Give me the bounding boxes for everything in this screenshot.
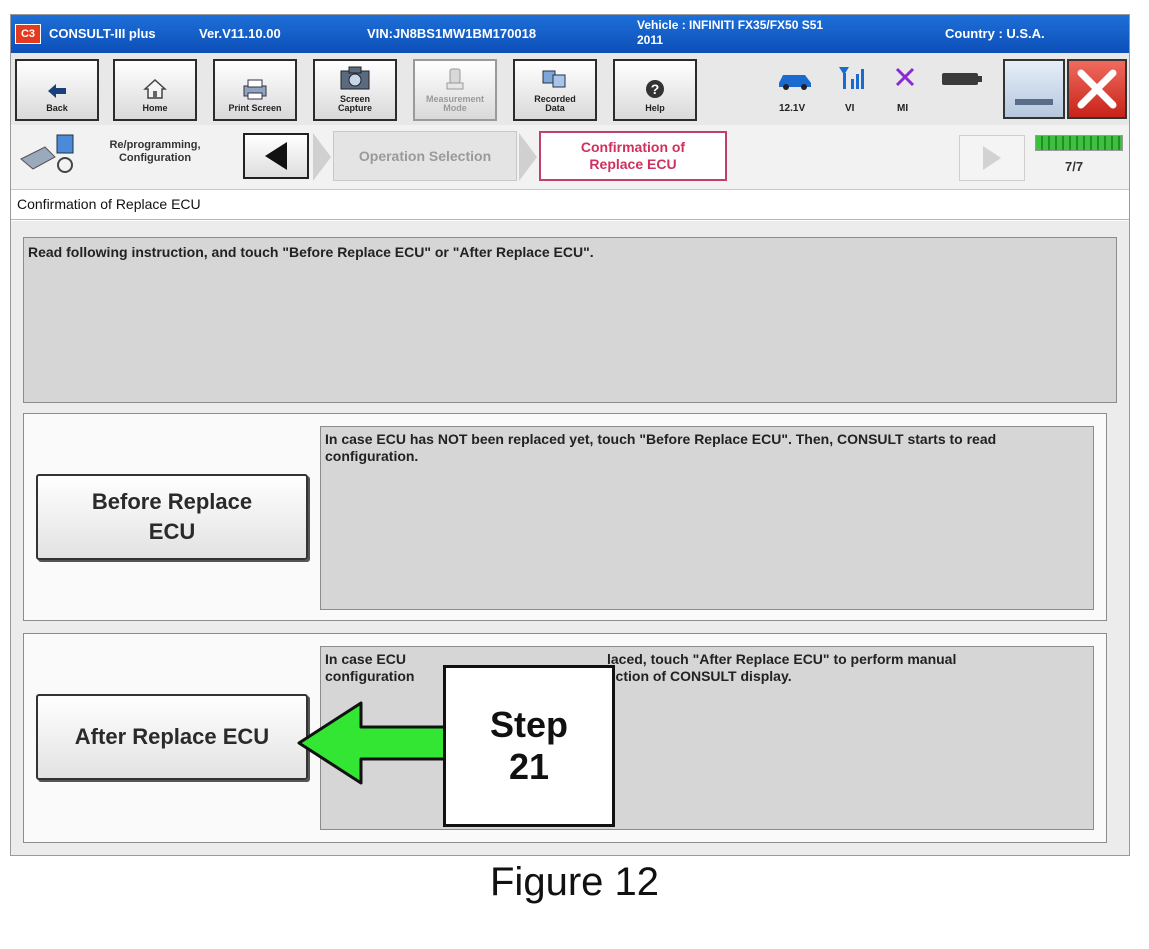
- print-screen-label: Print Screen: [228, 103, 282, 113]
- screen-capture-button[interactable]: Screen Capture: [313, 59, 397, 121]
- help-label: Help: [645, 103, 665, 113]
- printer-icon: [243, 79, 267, 100]
- before-button-line2: ECU: [148, 519, 196, 544]
- before-replace-ecu-button[interactable]: Before Replace ECU: [36, 474, 308, 560]
- current-step-line1: Confirmation of: [580, 139, 686, 155]
- back-label: Back: [46, 103, 68, 113]
- mi-disconnected-icon: [895, 67, 915, 87]
- recorded-data-button[interactable]: Recorded Data: [513, 59, 597, 121]
- progress-fill: [1036, 136, 1122, 150]
- section-label-line1: Re/programming,: [109, 139, 201, 151]
- help-button[interactable]: ? Help: [613, 59, 697, 121]
- recorded-data-label1: Recorded: [534, 94, 576, 104]
- camera-icon: [340, 66, 370, 90]
- vi-label: VI: [845, 103, 855, 114]
- section-label-line2: Configuration: [118, 152, 192, 164]
- instruction-box: Read following instruction, and touch "B…: [23, 237, 1117, 403]
- after-replace-ecu-button[interactable]: After Replace ECU: [36, 694, 308, 780]
- app-version: Ver.V11.10.00: [199, 26, 281, 41]
- minimize-button[interactable]: [1003, 59, 1065, 119]
- recorded-data-icon: [542, 70, 566, 88]
- breadcrumb-current-step: Confirmation of Replace ECU: [539, 131, 727, 181]
- home-icon: [143, 78, 167, 99]
- after-description-left1: In case ECU: [325, 651, 406, 667]
- measurement-label2: Mode: [443, 103, 467, 113]
- title-bar: C3 CONSULT-III plus Ver.V11.10.00 VIN:JN…: [11, 15, 1129, 53]
- arrow-left-icon: [48, 84, 66, 98]
- before-description-text: In case ECU has NOT been replaced yet, t…: [325, 431, 997, 464]
- help-icon: ?: [646, 80, 664, 98]
- vehicle-line1: Vehicle : INFINITI FX35/FX50 S51: [637, 18, 824, 32]
- chevron-right-icon: [519, 133, 537, 181]
- section-label: Re/programming, Configuration: [95, 139, 215, 165]
- figure-caption: Figure 12: [490, 860, 659, 904]
- mi-label: MI: [897, 103, 909, 114]
- signal-icon: [839, 67, 864, 89]
- before-button-line1: Before Replace: [91, 489, 253, 514]
- measurement-icon: [446, 68, 464, 90]
- page-counter: 7/7: [1065, 159, 1084, 174]
- consult-window: C3 CONSULT-III plus Ver.V11.10.00 VIN:JN…: [10, 14, 1130, 856]
- recorded-data-label2: Data: [545, 103, 565, 113]
- battery-voltage: 12.1V: [779, 103, 806, 114]
- measurement-mode-button[interactable]: Measurement Mode: [413, 59, 497, 121]
- back-button[interactable]: Back: [15, 59, 99, 121]
- close-icon: [1077, 69, 1117, 109]
- chevron-right-icon: [313, 133, 331, 181]
- after-description-row2: configuration uction of CONSULT display.: [325, 668, 1089, 685]
- operation-selection-label: Operation Selection: [358, 148, 492, 164]
- screen-capture-label2: Capture: [337, 103, 372, 113]
- reprogramming-icon: [20, 134, 74, 173]
- triangle-left-icon: [265, 142, 287, 170]
- page-title: Confirmation of Replace ECU: [11, 190, 1129, 220]
- progress-bar: [1035, 135, 1123, 151]
- callout-line2: 21: [508, 746, 550, 787]
- app-logo-icon: C3: [15, 24, 41, 44]
- next-step-button[interactable]: [959, 135, 1025, 181]
- green-arrow-icon: [297, 701, 447, 785]
- battery-icon: [942, 73, 982, 85]
- after-description-left2: configuration: [325, 668, 415, 684]
- car-icon: [779, 75, 811, 90]
- screen-capture-label1: Screen: [339, 94, 371, 104]
- callout-line1: Step: [489, 704, 568, 745]
- svg-text:?: ?: [651, 81, 660, 97]
- app-name: CONSULT-III plus: [49, 26, 156, 41]
- after-description-row1: In case ECU laced, touch "After Replace …: [325, 651, 1089, 668]
- previous-step-button[interactable]: [243, 133, 309, 179]
- triangle-right-icon: [983, 146, 1001, 170]
- before-replace-panel: Before Replace ECU In case ECU has NOT b…: [23, 413, 1107, 621]
- after-description-right1: laced, touch "After Replace ECU" to perf…: [607, 651, 957, 667]
- measurement-label1: Measurement: [425, 94, 485, 104]
- instruction-text: Read following instruction, and touch "B…: [28, 244, 594, 260]
- minimize-icon: [1015, 99, 1053, 105]
- country-label: Country : U.S.A.: [945, 26, 1045, 41]
- vehicle-line2: 2011: [637, 33, 664, 47]
- after-button-label: After Replace ECU: [74, 724, 270, 749]
- home-button[interactable]: Home: [113, 59, 197, 121]
- current-step-line2: Replace ECU: [589, 156, 677, 172]
- after-description-right2: uction of CONSULT display.: [607, 668, 792, 684]
- print-screen-button[interactable]: Print Screen: [213, 59, 297, 121]
- step-callout: Step 21: [443, 665, 615, 827]
- breadcrumb-bar: Re/programming, Configuration Operation …: [11, 125, 1129, 190]
- close-button[interactable]: [1067, 59, 1127, 119]
- before-description: In case ECU has NOT been replaced yet, t…: [320, 426, 1094, 610]
- home-label: Home: [142, 103, 168, 113]
- toolbar: Back Home Print Screen Screen Capture Me…: [11, 53, 1129, 125]
- vin-label: VIN:JN8BS1MW1BM170018: [367, 26, 537, 41]
- breadcrumb-operation-selection[interactable]: Operation Selection: [333, 131, 517, 181]
